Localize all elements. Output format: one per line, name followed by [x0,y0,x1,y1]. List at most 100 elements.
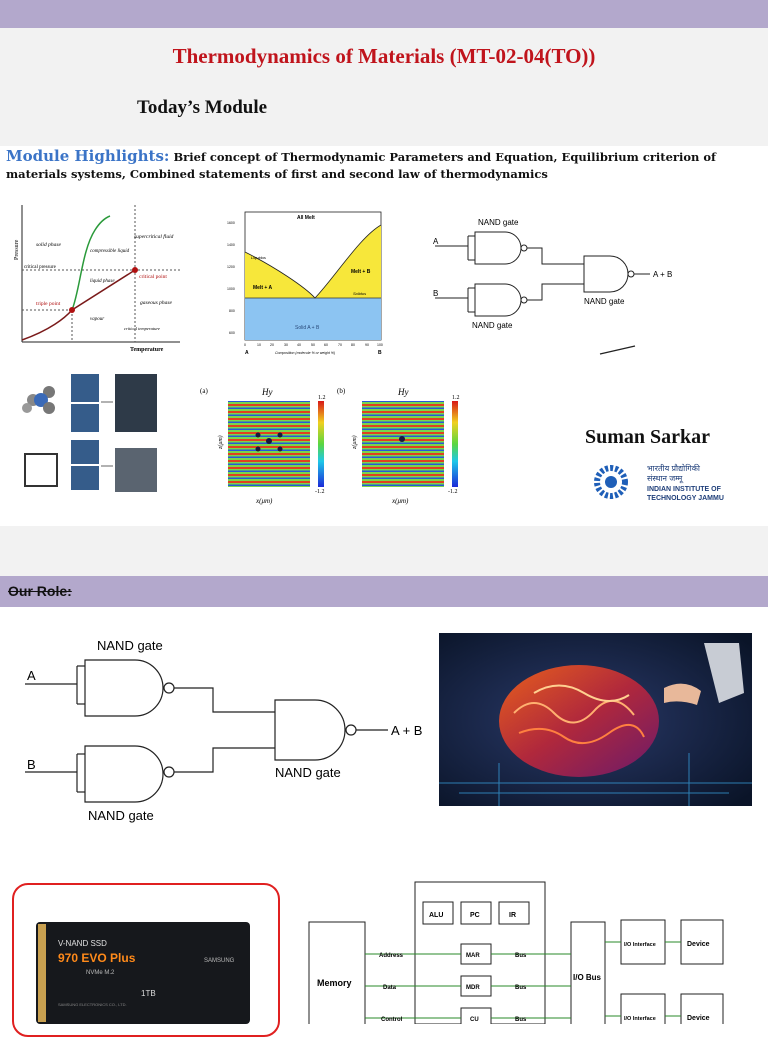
memory-label: Memory [317,978,352,988]
y-tick: 1000 [227,287,235,291]
highlights-text: Brief concept of Thermodynamic Parameter… [6,150,716,181]
x-tick: 20 [270,343,274,347]
colorbar-min: -1.2 [315,489,325,495]
y-tick: 800 [229,309,235,313]
plot-title: Hy [261,387,273,397]
curve-label: Solidus [353,291,366,296]
y-tick: 1600 [227,221,235,225]
top-banner [0,0,768,28]
cu-label: CU [470,1017,479,1023]
ssd-model: 970 EVO Plus [58,951,136,965]
phase-x-label: Temperature [130,347,164,353]
institute-hindi-line2: संस्थान जम्मू [647,474,684,484]
control-label: Control [381,1017,403,1023]
phase-label: critical point [139,274,167,280]
phase-y-label: Pressure [14,239,20,260]
phase-label: compressible liquid [90,249,130,254]
bus-label: Bus [515,1017,527,1023]
region-label: Solid A + B [295,325,320,331]
architecture-diagram: Memory ALU PC IR MAR MDR CU Address Data… [308,881,724,1024]
x-tick: 70 [338,343,342,347]
input-a-label: A [27,668,36,683]
y-tick: 600 [229,331,235,335]
ai-brain-image [439,633,752,806]
plot-x-label: x(μm) [255,497,273,505]
alu-label: ALU [429,912,443,919]
plot-x-label: x(μm) [391,497,409,505]
page-title: Thermodynamics of Materials (MT-02-04(TO… [172,44,596,68]
x-tick: 50 [311,343,315,347]
phase-label: vapour [90,317,104,322]
x-tick: 60 [324,343,328,347]
brain-icon [499,665,659,777]
io-bus-label: I/O Bus [573,973,602,982]
region-label: Melt + B [351,269,371,275]
gate-label: NAND gate [472,321,513,330]
x-tick: 90 [365,343,369,347]
binary-phase-diagram: All Melt Melt + A Melt + B Solid A + B L… [227,211,383,356]
plot-y-label: z(μm) [217,435,224,450]
colorbar-max: 1.2 [452,395,460,401]
colorbar-max: 1.2 [318,395,326,401]
colorbar-min: -1.2 [448,489,458,495]
address-label: Address [379,953,404,959]
lattice-illustration [22,374,157,492]
ir-label: IR [509,912,516,919]
plot-title: Hy [397,387,409,397]
header-area [0,28,768,146]
bus-label: Bus [515,985,527,991]
phase-label: gaseous phase [140,300,172,306]
gate-label: NAND gate [97,638,163,653]
end-member-a: A [245,350,249,356]
institute-logo: भारतीय प्रौद्योगिकी संस्थान जम्मू INDIAN… [594,463,724,502]
output-label: A + B [653,270,672,279]
ssd-form: NVMe M.2 [86,970,115,976]
nand-diagram-large: NAND gate NAND gate NAND gate A B A + B [25,638,422,823]
x-tick: 10 [257,343,261,347]
io-interface-label: I/O Interface [624,1016,656,1022]
y-tick: 1200 [227,265,235,269]
institute-emblem-icon [594,465,628,499]
device-label: Device [687,1015,710,1022]
field-plots: (a) Hy 1.2 -1.2 x(μm) z(μm) (b) Hy 1.2 -… [200,387,460,505]
phase-label: solid phase [36,242,61,248]
mar-label: MAR [466,953,480,959]
x-tick: 0 [244,343,246,347]
end-member-b: B [378,350,382,356]
region-label: All Melt [297,215,315,221]
phase-label: liquid phase [90,279,115,284]
region-label: Melt + A [253,285,273,291]
gate-label: NAND gate [275,765,341,780]
role-heading: Our Role: [8,583,72,599]
gate-label: NAND gate [478,218,519,227]
phase-label: critical pressure [24,265,57,270]
panel-b-label: (b) [337,387,346,395]
lattice-cell-icon [22,386,55,414]
y-tick: 1400 [227,243,235,247]
input-a-label: A [433,237,439,246]
ssd-maker: SAMSUNG [204,958,235,964]
ssd-capacity: 1TB [141,989,156,998]
phase-diagram: Pressure Temperature solid phase compres… [14,205,180,353]
ssd-sub: SAMSUNG ELECTRONICS CO., LTD. [58,1002,127,1007]
x-tick: 40 [297,343,301,347]
x-tick: 100 [377,343,383,347]
author-name: Suman Sarkar [585,426,711,448]
institute-hindi-line1: भारतीय प्रौद्योगिकी [647,463,701,473]
role-banner [0,576,768,607]
phase-label: critical temperature [124,326,160,331]
data-label: Data [383,985,397,991]
ssd-brand-line: V-NAND SSD [58,939,107,948]
input-b-label: B [433,289,438,298]
input-b-label: B [27,757,36,772]
io-interface-label: I/O Interface [624,942,656,948]
output-label: A + B [391,723,422,738]
plot-y-label: z(μm) [351,435,358,450]
x-tick: 30 [284,343,288,347]
robot-hand-icon [664,643,744,705]
institute-english-line2: TECHNOLOGY JAMMU [647,495,724,502]
panel-a-label: (a) [200,387,208,395]
ssd-image: V-NAND SSD 970 EVO Plus NVMe M.2 SAMSUNG… [36,922,250,1024]
highlights-label: Module Highlights: [6,147,170,165]
phase-label: triple point [36,301,61,307]
